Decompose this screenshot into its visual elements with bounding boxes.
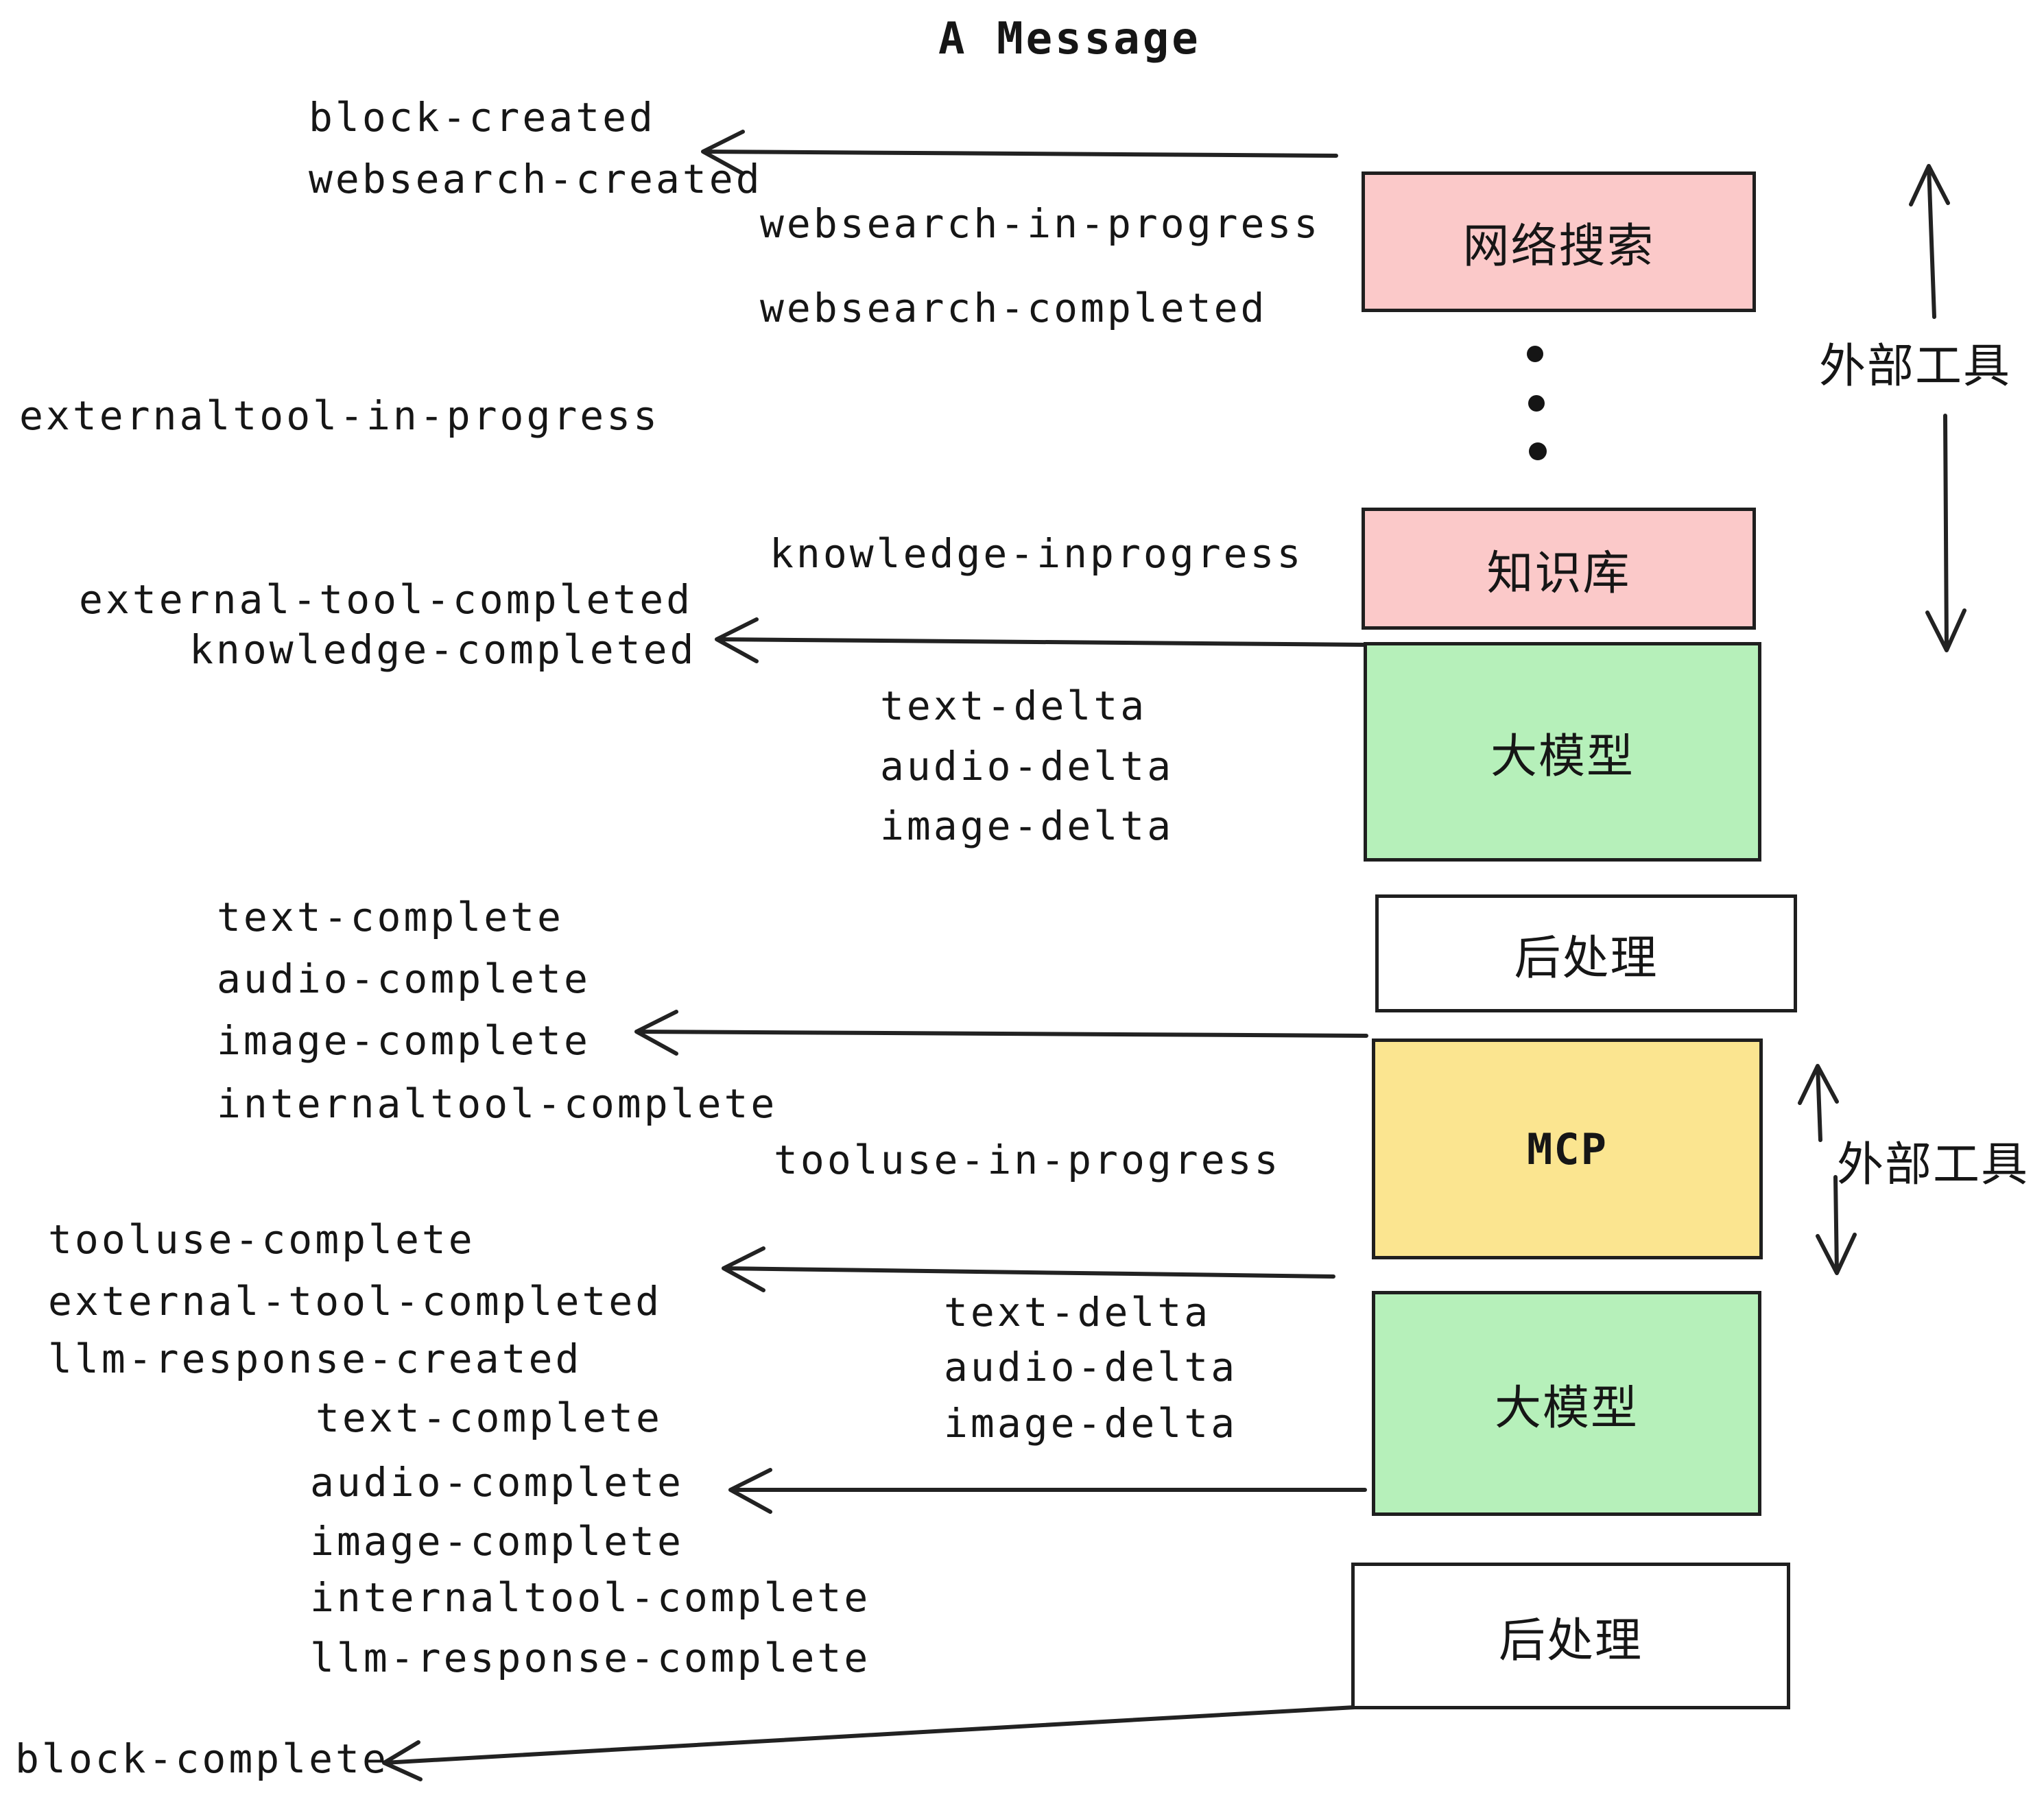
diagram-title: A Message: [938, 14, 1201, 64]
ellipsis-dots-icon: [1527, 346, 1547, 460]
event-llm-response-complete: llm-response-complete: [310, 1635, 871, 1681]
box-mcp: MCP: [1372, 1039, 1763, 1259]
event-knowledge-completed: knowledge-completed: [189, 626, 697, 673]
box-llm-2: 大模型: [1372, 1291, 1761, 1516]
event-external-tool-completed: external-tool-completed: [79, 576, 693, 623]
event-image-complete-2: image-complete: [310, 1518, 684, 1565]
event-audio-delta-2: audio-delta: [944, 1344, 1238, 1390]
box-llm-2-label: 大模型: [1494, 1381, 1639, 1434]
arrow-block-created: [701, 130, 1338, 176]
event-text-delta: text-delta: [880, 683, 1148, 729]
event-websearch-in-progress: websearch-in-progress: [760, 200, 1321, 247]
event-internaltool-complete: internaltool-complete: [217, 1080, 778, 1127]
event-audio-complete: audio-complete: [217, 956, 591, 1002]
box-web-search: 网络搜索: [1362, 171, 1756, 312]
box-llm-1: 大模型: [1364, 642, 1761, 862]
event-internaltool-complete-2: internaltool-complete: [310, 1574, 871, 1621]
external-tools-label-1: 外部工具: [1819, 340, 2012, 392]
external-tools-label-2: 外部工具: [1837, 1139, 2030, 1191]
box-knowledge-base: 知识库: [1362, 508, 1756, 630]
event-tooluse-complete: tooluse-complete: [48, 1216, 475, 1263]
box-post-process-2-label: 后处理: [1498, 1614, 1643, 1667]
event-image-delta-2: image-delta: [944, 1400, 1238, 1447]
event-tooluse-in-progress: tooluse-in-progress: [774, 1137, 1281, 1183]
event-websearch-completed: websearch-completed: [760, 285, 1268, 331]
event-audio-complete-2: audio-complete: [310, 1459, 684, 1506]
event-image-complete: image-complete: [217, 1017, 591, 1064]
box-post-process-1-label: 后处理: [1514, 931, 1659, 984]
box-mcp-label: MCP: [1527, 1124, 1608, 1174]
box-knowledge-base-label: 知识库: [1486, 547, 1631, 600]
event-external-tool-completed-2: external-tool-completed: [48, 1278, 663, 1325]
box-post-process-2: 后处理: [1351, 1563, 1790, 1709]
event-block-complete: block-complete: [15, 1735, 389, 1782]
arrow-block-complete: [382, 1705, 1357, 1781]
box-web-search-label: 网络搜索: [1462, 220, 1655, 272]
event-text-complete-2: text-complete: [316, 1394, 663, 1441]
event-block-created: block-created: [309, 94, 656, 141]
event-knowledge-inprogress: knowledge-inprogress: [770, 530, 1304, 577]
arrow-internaltool-complete: [634, 1010, 1368, 1056]
event-text-delta-2: text-delta: [944, 1289, 1211, 1336]
arrow-audio-complete: [728, 1468, 1367, 1514]
event-image-delta: image-delta: [880, 803, 1174, 849]
event-externaltool-in-progress: externaltool-in-progress: [19, 392, 661, 439]
event-text-complete: text-complete: [217, 894, 564, 940]
box-post-process-1: 后处理: [1375, 894, 1797, 1012]
box-llm-1-label: 大模型: [1490, 730, 1635, 783]
arrow-knowledge-completed: [715, 617, 1367, 663]
double-arrow-external-tools-1: [1909, 164, 1966, 652]
event-audio-delta: audio-delta: [880, 743, 1174, 790]
arrow-tooluse-complete: [722, 1246, 1335, 1292]
event-llm-response-created: llm-response-created: [48, 1336, 582, 1382]
event-websearch-created: websearch-created: [309, 156, 763, 202]
